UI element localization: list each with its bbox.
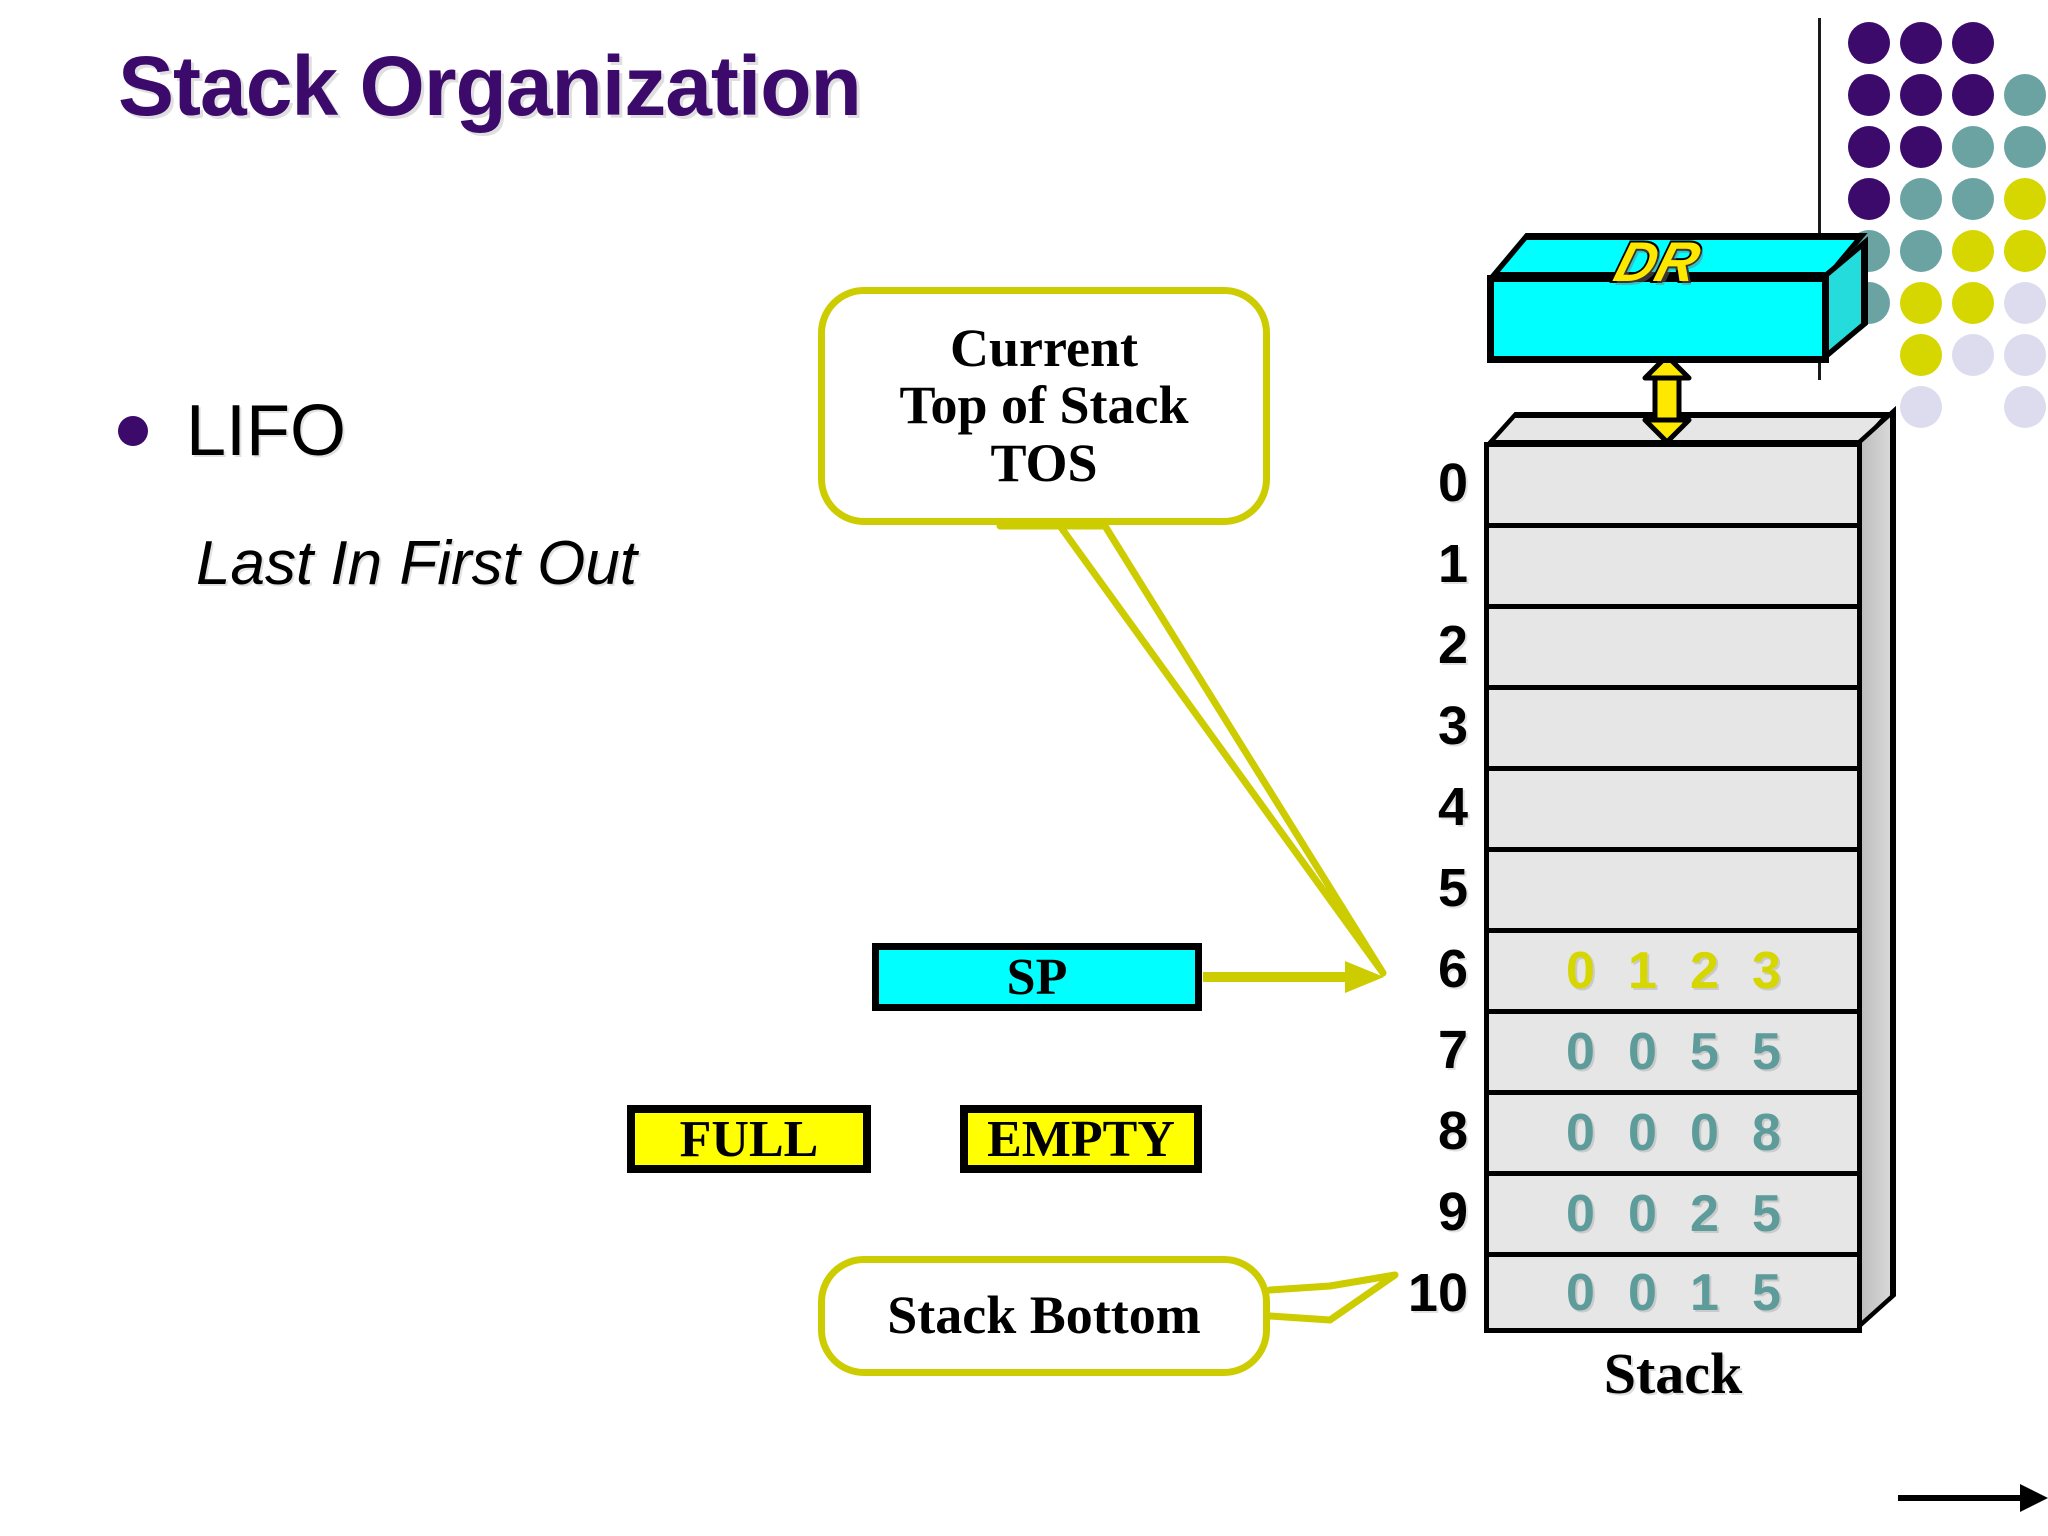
decor-dot [1952,178,1994,220]
decor-dot [2004,74,2046,116]
decor-dot [1900,386,1942,428]
callout-stack-bottom: Stack Bottom [818,1256,1270,1376]
stack-caption: Stack [1603,1341,1743,1406]
stack-cell-2[interactable] [1484,604,1862,685]
bullet-dot-icon [118,416,148,446]
stack-index-1: 1 [1437,533,1468,594]
stack-nibble: 0 [1628,1185,1657,1243]
decor-dot [2004,386,2046,428]
vertical-rule [1818,18,1821,380]
callout-bottom-label: Stack Bottom [887,1285,1201,1346]
register-dr-front-face [1487,275,1829,363]
decor-dot [1900,74,1942,116]
callout-tos-line2: Top of Stack [899,375,1189,436]
register-sp-label: SP [1006,948,1068,1006]
stack-index-6: 6 [1437,938,1468,999]
decor-dot [1848,22,1890,64]
flag-full-label: FULL [679,1110,819,1168]
decor-dot [2004,126,2046,168]
stack-cell-4[interactable] [1484,766,1862,847]
stack-nibble: 2 [1690,942,1719,1000]
stack-nibble: 5 [1752,1185,1781,1243]
decor-dot [1900,230,1942,272]
register-sp[interactable]: SP [872,943,1202,1011]
stack-nibble: 0 [1566,1104,1595,1162]
stack-index-5: 5 [1437,857,1468,918]
bullet-label: LIFO [186,391,347,471]
stack-nibble: 1 [1690,1263,1719,1322]
decor-dot [2004,230,2046,272]
stack-cell-3[interactable] [1484,685,1862,766]
decor-dot [1952,74,1994,116]
stack-nibble: 3 [1752,942,1781,1000]
stack-cell-0[interactable] [1484,442,1862,523]
stack-index-2: 2 [1437,614,1468,675]
decor-dot [1900,282,1942,324]
stack-nibble: 5 [1752,1023,1781,1081]
register-dr[interactable]: DR [1487,228,1869,365]
stack-nibble: 0 [1628,1023,1657,1081]
stack-nibble: 0 [1690,1104,1719,1162]
stack-cell-1[interactable] [1484,523,1862,604]
stack-index-8: 8 [1437,1100,1468,1161]
decor-dot [1900,22,1942,64]
stack-nibble: 1 [1628,942,1657,1000]
dr-stack-bidirectional-arrow [1642,353,1692,445]
decor-dot [1848,74,1890,116]
decor-dot [1900,126,1942,168]
decor-dot [2004,334,2046,376]
stack-index-4: 4 [1437,776,1468,837]
decor-dot [1900,334,1942,376]
flag-empty-label: EMPTY [987,1110,1175,1168]
stack-index-column: 0 1 2 3 4 5 6 7 8 9 10 [1390,442,1476,1333]
decor-dot [1952,126,1994,168]
callout-tos-line3: TOS [990,432,1098,493]
callout-tos-line1: Current [950,318,1138,379]
decor-dot [1900,178,1942,220]
bullet-sublabel: Last In First Out [196,529,638,598]
stack-index-3: 3 [1437,695,1468,756]
stack-nibble: 0 [1566,1023,1595,1081]
bullet-lifo: LIFO [118,390,346,472]
flag-full[interactable]: FULL [627,1105,871,1173]
decor-dot [1952,22,1994,64]
stack-index-10: 10 [1407,1262,1468,1323]
decor-dot [2004,282,2046,324]
page-title: Stack Organization [118,39,862,133]
stack-index-7: 7 [1437,1019,1468,1080]
bottom-right-arrow-icon [1898,1484,2048,1512]
stack-nibble: 8 [1752,1104,1781,1162]
decor-dot [1848,178,1890,220]
stack-nibble: 2 [1690,1185,1719,1243]
decor-dot [1952,230,1994,272]
flag-empty[interactable]: EMPTY [960,1105,1202,1173]
stack-nibble: 5 [1752,1263,1781,1322]
decor-dot [1848,126,1890,168]
stack-nibble: 0 [1566,942,1595,1000]
stack-nibble: 0 [1628,1263,1657,1322]
decor-dot [1952,334,1994,376]
stack-index-0: 0 [1437,452,1468,513]
stack-nibble: 0 [1566,1263,1595,1322]
stack-nibble: 0 [1628,1104,1657,1162]
decor-dot [1952,282,1994,324]
decor-dot [2004,178,2046,220]
stack-nibble: 0 [1566,1185,1595,1243]
callout-top-of-stack: Current Top of Stack TOS [818,287,1270,525]
stack-index-9: 9 [1437,1181,1468,1242]
stack-nibble: 5 [1690,1023,1719,1081]
stack-cell-5[interactable] [1484,847,1862,928]
